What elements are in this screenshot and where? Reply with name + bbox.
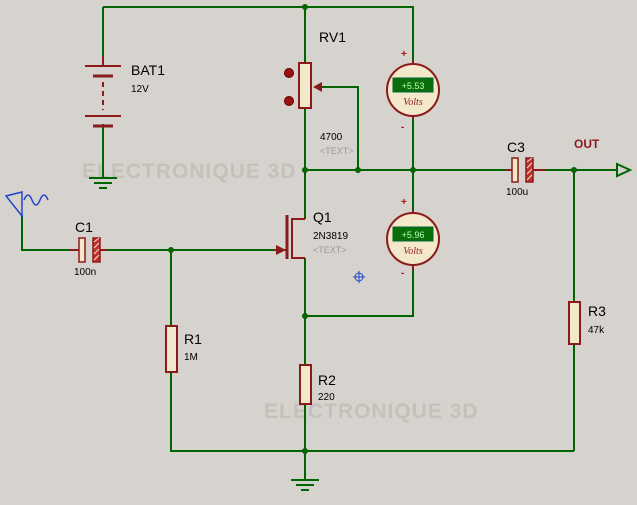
potentiometer-rv1[interactable] bbox=[284, 62, 323, 109]
voltmeter-2-minus: - bbox=[401, 268, 404, 279]
wires bbox=[21, 6, 617, 455]
r1-ref: R1 bbox=[184, 331, 202, 347]
r1-value: 1M bbox=[184, 352, 198, 363]
r2-value: 220 bbox=[318, 392, 335, 403]
ac-source-icon[interactable] bbox=[4, 191, 49, 219]
r3-ref: R3 bbox=[588, 303, 606, 319]
bat1-ref: BAT1 bbox=[131, 62, 165, 78]
voltmeter-2-plus: + bbox=[401, 197, 407, 208]
rv1-value: 4700 bbox=[320, 132, 343, 143]
watermark: ELECTRONIQUE 3D bbox=[82, 160, 297, 183]
voltmeter-1[interactable]: +5.53 Volts bbox=[386, 60, 440, 119]
c3-value: 100u bbox=[506, 187, 528, 198]
resistor-r3[interactable] bbox=[568, 301, 581, 345]
ground-icon bbox=[291, 451, 319, 491]
capacitor-c3[interactable] bbox=[505, 157, 545, 183]
voltmeter-1-reading: +5.53 bbox=[402, 81, 425, 91]
voltmeter-1-plus: + bbox=[401, 49, 407, 60]
resistor-r1[interactable] bbox=[165, 325, 178, 373]
c1-value: 100n bbox=[74, 267, 96, 278]
voltmeter-2[interactable]: +5.96 Volts bbox=[386, 210, 440, 270]
q1-ref: Q1 bbox=[313, 209, 332, 225]
q1-value: 2N3819 bbox=[313, 231, 348, 242]
battery-bat1[interactable] bbox=[85, 56, 121, 128]
ground-icon bbox=[89, 177, 117, 189]
voltmeter-1-unit: Volts bbox=[403, 97, 423, 108]
r2-ref: R2 bbox=[318, 372, 336, 388]
c3-ref: C3 bbox=[507, 139, 525, 155]
rv1-text: <TEXT> bbox=[320, 146, 354, 156]
output-label: OUT bbox=[574, 137, 600, 151]
r3-value: 47k bbox=[588, 325, 605, 336]
capacitor-c1[interactable] bbox=[70, 237, 108, 263]
voltmeter-1-minus: - bbox=[401, 122, 404, 133]
bat1-value: 12V bbox=[131, 84, 149, 95]
output-terminal-icon[interactable] bbox=[616, 162, 633, 178]
watermark: ELECTRONIQUE 3D bbox=[264, 400, 479, 423]
c1-ref: C1 bbox=[75, 219, 93, 235]
resistor-r2[interactable] bbox=[299, 364, 312, 405]
rv1-ref: RV1 bbox=[319, 29, 346, 45]
jfet-q1[interactable] bbox=[273, 215, 305, 259]
junctions bbox=[168, 4, 577, 454]
cursor-crosshair-icon bbox=[353, 271, 365, 283]
voltmeter-2-unit: Volts bbox=[403, 246, 423, 257]
voltmeter-2-reading: +5.96 bbox=[402, 230, 425, 240]
q1-text: <TEXT> bbox=[313, 245, 347, 255]
